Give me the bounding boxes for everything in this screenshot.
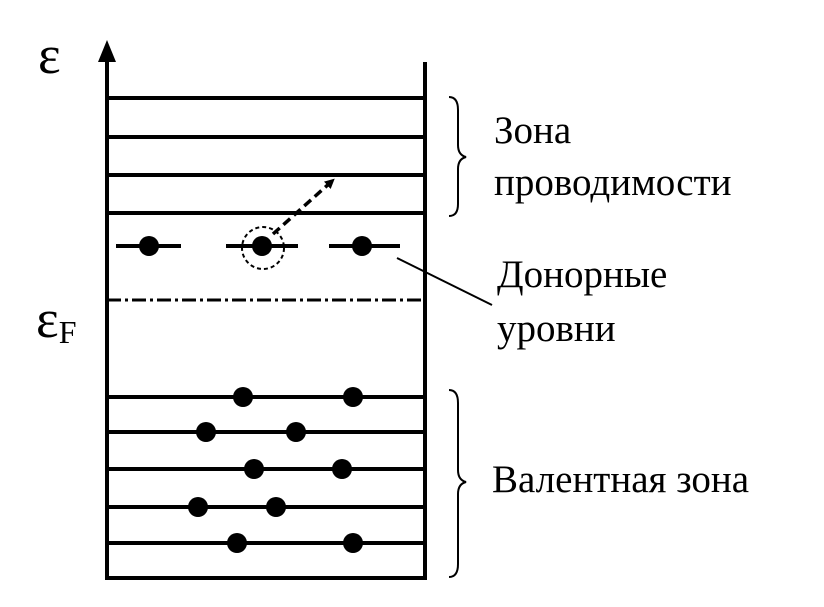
valence-electron [227, 533, 247, 553]
valence-band-label: Валентная зона [492, 458, 750, 501]
fermi-level-label: εF [36, 292, 76, 352]
energy-axis-arrow-icon [98, 40, 116, 62]
conduction-band-label-line2: проводимости [494, 161, 732, 204]
valence-electron [343, 387, 363, 407]
valence-electron [343, 533, 363, 553]
valence-electron [332, 459, 352, 479]
donor-electrons [139, 236, 372, 256]
conduction-levels [107, 96, 425, 215]
valence-electron [286, 422, 306, 442]
ionized-donor-ring [241, 226, 285, 270]
valence-electron [188, 497, 208, 517]
donor-levels-label-line1: Донорные [497, 253, 668, 296]
energy-axis-label: ε [38, 25, 61, 85]
donor-electron [139, 236, 159, 256]
valence-electron [196, 422, 216, 442]
excitation-arrow [271, 178, 335, 236]
fermi-symbol: ε [36, 289, 59, 349]
conduction-brace [448, 96, 467, 217]
donor-pointer [396, 257, 493, 306]
valence-electron [233, 387, 253, 407]
donor-electron [352, 236, 372, 256]
valence-electrons [188, 387, 363, 553]
valence-electron [266, 497, 286, 517]
fermi-subscript: F [58, 314, 77, 350]
valence-levels [107, 395, 425, 545]
donor-levels-label-line2: уровни [497, 307, 616, 350]
donor-electron [252, 236, 272, 256]
conduction-band-label-line1: Зона [494, 109, 572, 152]
valence-brace [448, 389, 467, 578]
valence-electron [244, 459, 264, 479]
